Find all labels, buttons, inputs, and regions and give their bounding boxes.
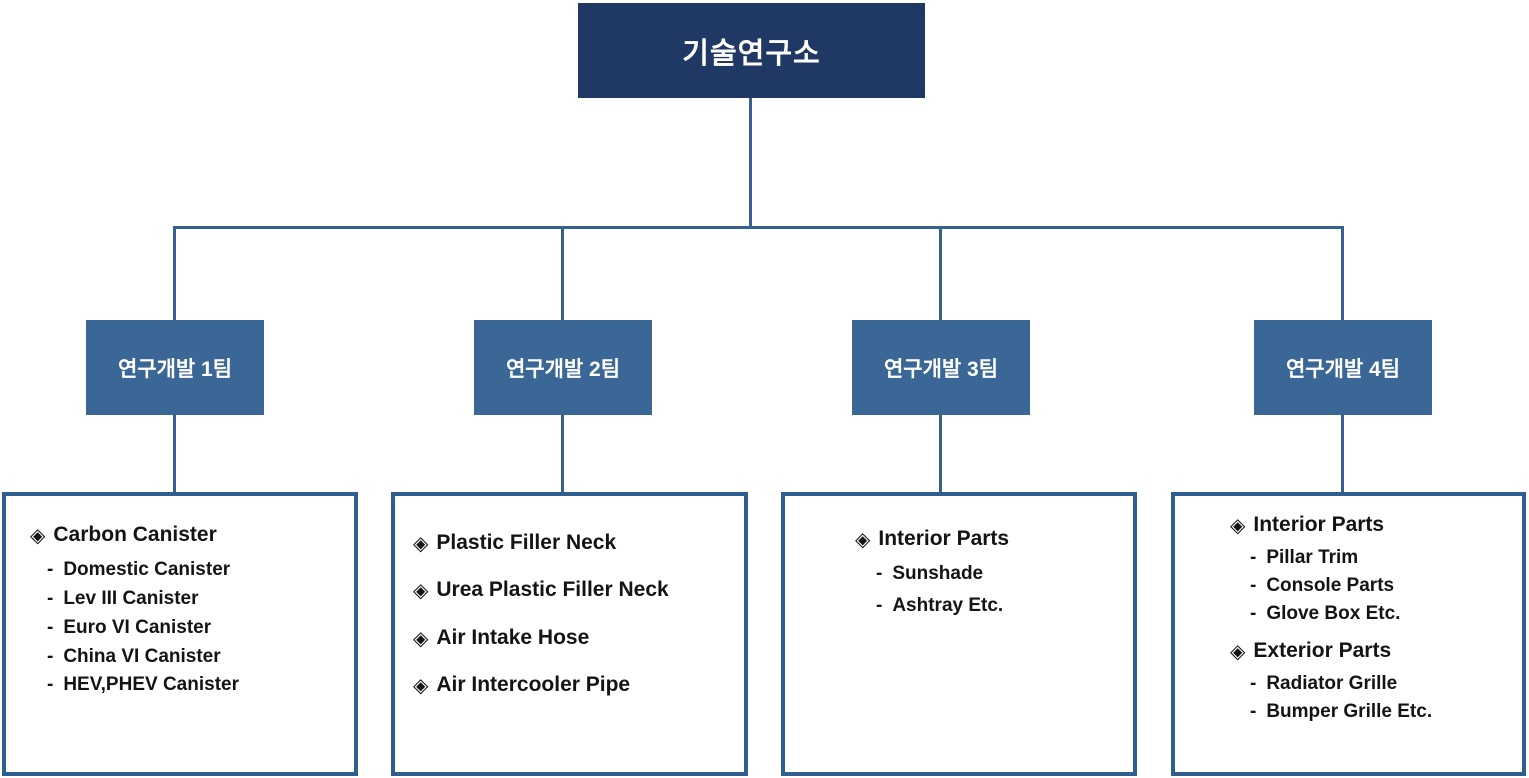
product-heading: ◈ Air Intercooler Pipe [413, 672, 744, 698]
connector-team2-drop [561, 228, 564, 320]
product-heading-label: Exterior Parts [1253, 638, 1392, 662]
dash-bullet-icon: - [47, 559, 54, 581]
product-heading-label: Air Intercooler Pipe [436, 672, 631, 696]
diamond-bullet-icon: ◈ [413, 531, 429, 555]
product-item: - Sunshade [855, 562, 1133, 586]
connector-detail2-drop [561, 415, 564, 493]
product-heading-label: Interior Parts [878, 527, 1010, 550]
product-item: - Console Parts [1230, 574, 1522, 598]
connector-horizontal [173, 226, 1344, 229]
product-item-label: Console Parts [1266, 575, 1395, 596]
connector-detail3-drop [939, 415, 942, 493]
product-item: - Euro VI Canister [30, 616, 354, 640]
detail-box-4: ◈ Interior Parts - Pillar Trim - Console… [1171, 492, 1526, 776]
team-box-2-label: 연구개발 2팀 [505, 357, 621, 381]
product-item-label: China VI Canister [63, 645, 221, 667]
diamond-bullet-icon: ◈ [855, 527, 871, 551]
connector-team3-drop [939, 228, 942, 320]
diamond-bullet-icon: ◈ [30, 523, 46, 547]
product-item-label: Glove Box Etc. [1266, 602, 1401, 624]
product-item: - Glove Box Etc. [1230, 602, 1522, 626]
diamond-bullet-icon: ◈ [1230, 513, 1246, 537]
detail-box-1: ◈ Carbon Canister - Domestic Canister - … [2, 492, 358, 776]
product-item-label: Domestic Canister [63, 559, 231, 581]
product-heading: ◈ Plastic Filler Neck [413, 530, 744, 556]
connector-root-drop [749, 98, 752, 226]
connector-detail4-drop [1341, 415, 1344, 493]
product-heading-label: Air Intake Hose [436, 625, 590, 649]
dash-bullet-icon: - [876, 595, 883, 616]
product-item-label: Radiator Grille [1266, 672, 1398, 694]
product-heading: ◈ Air Intake Hose [413, 625, 744, 651]
connector-detail1-drop [173, 415, 176, 493]
product-item: - Pillar Trim [1230, 546, 1522, 570]
team-box-4-label: 연구개발 4팀 [1285, 357, 1401, 381]
detail-box-3: ◈ Interior Parts - Sunshade - Ashtray Et… [781, 492, 1137, 776]
product-item: - HEV,PHEV Canister [30, 673, 354, 697]
dash-bullet-icon: - [47, 588, 54, 609]
dash-bullet-icon: - [1250, 575, 1257, 596]
product-item-label: Euro VI Canister [63, 616, 212, 638]
diamond-bullet-icon: ◈ [413, 625, 429, 650]
dash-bullet-icon: - [876, 563, 883, 585]
product-item: - Domestic Canister [30, 558, 354, 582]
product-item-label: Bumper Grille Etc. [1266, 700, 1433, 722]
product-item-label: Lev III Canister [63, 588, 199, 609]
team-box-2: 연구개발 2팀 [474, 320, 652, 415]
product-heading: ◈ Interior Parts [855, 526, 1133, 552]
product-item: - Lev III Canister [30, 587, 354, 611]
diamond-bullet-icon: ◈ [413, 578, 429, 603]
team-box-3-label: 연구개발 3팀 [883, 357, 999, 381]
diamond-bullet-icon: ◈ [1230, 638, 1246, 663]
team-box-4: 연구개발 4팀 [1254, 320, 1432, 415]
connector-team4-drop [1341, 228, 1344, 320]
diamond-bullet-icon: ◈ [413, 672, 429, 697]
team-box-1: 연구개발 1팀 [86, 320, 264, 415]
product-heading-label: Interior Parts [1253, 513, 1385, 536]
dash-bullet-icon: - [47, 645, 54, 667]
product-item: - China VI Canister [30, 645, 354, 669]
dash-bullet-icon: - [47, 616, 54, 638]
dash-bullet-icon: - [1250, 672, 1257, 694]
product-heading: ◈ Carbon Canister [30, 522, 354, 548]
detail-box-2: ◈ Plastic Filler Neck ◈ Urea Plastic Fil… [391, 492, 748, 776]
product-item-label: HEV,PHEV Canister [63, 674, 239, 696]
product-heading: ◈ Urea Plastic Filler Neck [413, 577, 744, 603]
dash-bullet-icon: - [1250, 547, 1257, 569]
product-item: - Radiator Grille [1230, 672, 1522, 696]
connector-team1-drop [173, 228, 176, 320]
product-heading-label: Urea Plastic Filler Neck [436, 578, 669, 602]
product-item-label: Ashtray Etc. [892, 595, 1004, 616]
product-heading: ◈ Exterior Parts [1230, 638, 1522, 664]
root-box: 기술연구소 [578, 3, 925, 98]
team-box-1-label: 연구개발 1팀 [117, 357, 233, 381]
dash-bullet-icon: - [47, 674, 54, 696]
product-item-label: Pillar Trim [1266, 547, 1359, 569]
product-heading-label: Plastic Filler Neck [436, 531, 617, 554]
team-box-3: 연구개발 3팀 [852, 320, 1030, 415]
dash-bullet-icon: - [1250, 602, 1257, 624]
product-heading: ◈ Interior Parts [1230, 512, 1522, 538]
dash-bullet-icon: - [1250, 700, 1257, 722]
root-box-label: 기술연구소 [682, 37, 821, 70]
product-item: - Ashtray Etc. [855, 594, 1133, 618]
product-item-label: Sunshade [892, 563, 984, 585]
product-item: - Bumper Grille Etc. [1230, 700, 1522, 724]
product-heading-label: Carbon Canister [53, 523, 217, 546]
